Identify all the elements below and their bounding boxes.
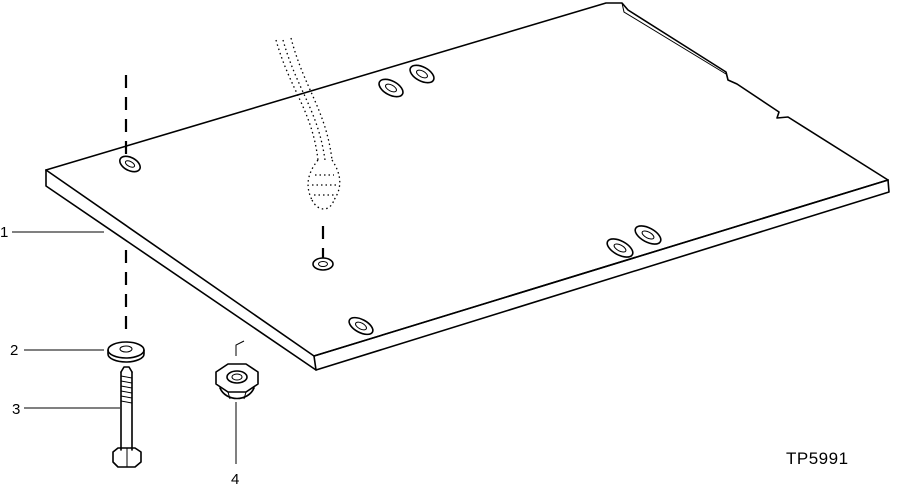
slot-top-pair-b	[409, 64, 435, 84]
figure-id: TP5991	[786, 449, 849, 468]
leader-lines	[12, 231, 237, 464]
slot-right-pair-a	[606, 238, 634, 258]
slot-top-left	[119, 155, 141, 173]
callout-4: 4	[231, 471, 239, 488]
callout-1: 1	[0, 224, 8, 241]
mounting-plate	[45, 2, 890, 371]
slot-top-pair-a	[378, 78, 404, 98]
lock-nut	[215, 363, 259, 400]
slot-right-pair-b	[634, 225, 662, 245]
dotted-harness	[275, 37, 341, 210]
bolt	[112, 366, 142, 468]
callout-3: 3	[12, 401, 20, 418]
center-hole	[312, 257, 334, 271]
alignment-lines	[124, 75, 325, 356]
slot-front	[348, 316, 374, 336]
washer	[107, 341, 145, 363]
plate-slots	[119, 64, 662, 336]
callout-2: 2	[10, 342, 18, 359]
